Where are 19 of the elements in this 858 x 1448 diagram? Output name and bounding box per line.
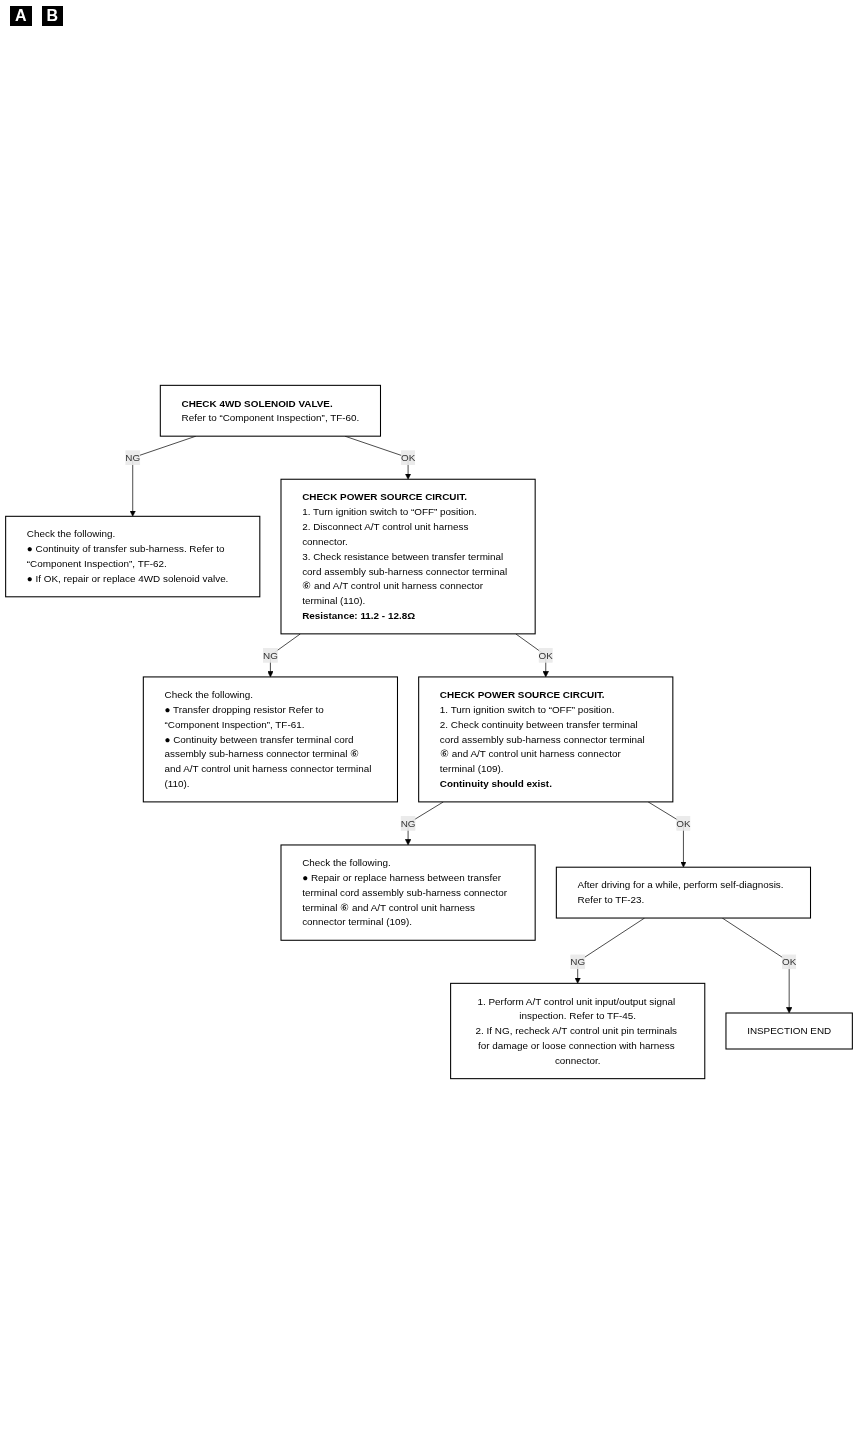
node-box: 1. Perform A/T control unit input/output signal inspection. Refer to TF-45. 2. If NG, recheck A/T control unit pin terminals for damage or loose connection with harness connector. — [450, 982, 706, 1080]
section-marker: B — [41, 6, 64, 26]
node-box: CHECK POWER SOURCE CIRCUIT. 1. Turn ignition switch to “OFF” position. 2. Check continuity between transfer terminal cord assembly sub-harness connector terminal ⑥ and A/T control unit harness connector terminal (109). Continuity should exist. — [418, 676, 674, 803]
edge-label: NG — [262, 649, 278, 661]
node-box: Check the following. ● Repair or replace harness between transfer terminal cord assembly sub-harness connector terminal ⑥ and A/T control unit harness connector terminal (109). — [280, 844, 536, 941]
edge-label: OK — [400, 451, 416, 464]
edge-label: NG — [400, 817, 416, 829]
edge-label: OK — [538, 649, 553, 661]
node-box: After driving for a while, perform self-diagnosis. Refer to TF-23. — [555, 866, 812, 919]
edge-label: OK — [676, 817, 691, 829]
edge-label: OK — [782, 955, 797, 968]
edge-label: NG — [125, 451, 141, 464]
node-box: INSPECTION END — [725, 1012, 853, 1050]
node-box: CHECK 4WD SOLENOID VALVE. Refer to “Component Inspection”, TF-60. — [159, 384, 382, 437]
node-box: CHECK POWER SOURCE CIRCUIT. 1. Turn ignition switch to “OFF” position. 2. Disconnect A/T control unit harness connector. 3. Check resistance between transfer terminal cord assembly sub-harness connector terminal ⑥ and A/T control unit harness connector terminal (110). Resistance: 11.2 - 12.8Ω — [280, 478, 536, 635]
edge-label: NG — [570, 955, 586, 968]
node-box: Check the following. ● Transfer dropping resistor Refer to “Component Inspection”, TF-61. ● Continuity between transfer terminal cord assembly sub-harness connector terminal ⑥ and A/T control unit harness connector terminal (110). — [142, 676, 398, 803]
node-box: Check the following. ● Continuity of transfer sub-harness. Refer to “Component Inspection”, TF-62. ● If OK, repair or replace 4WD solenoid valve. — [5, 515, 261, 598]
section-marker: A — [10, 6, 32, 26]
